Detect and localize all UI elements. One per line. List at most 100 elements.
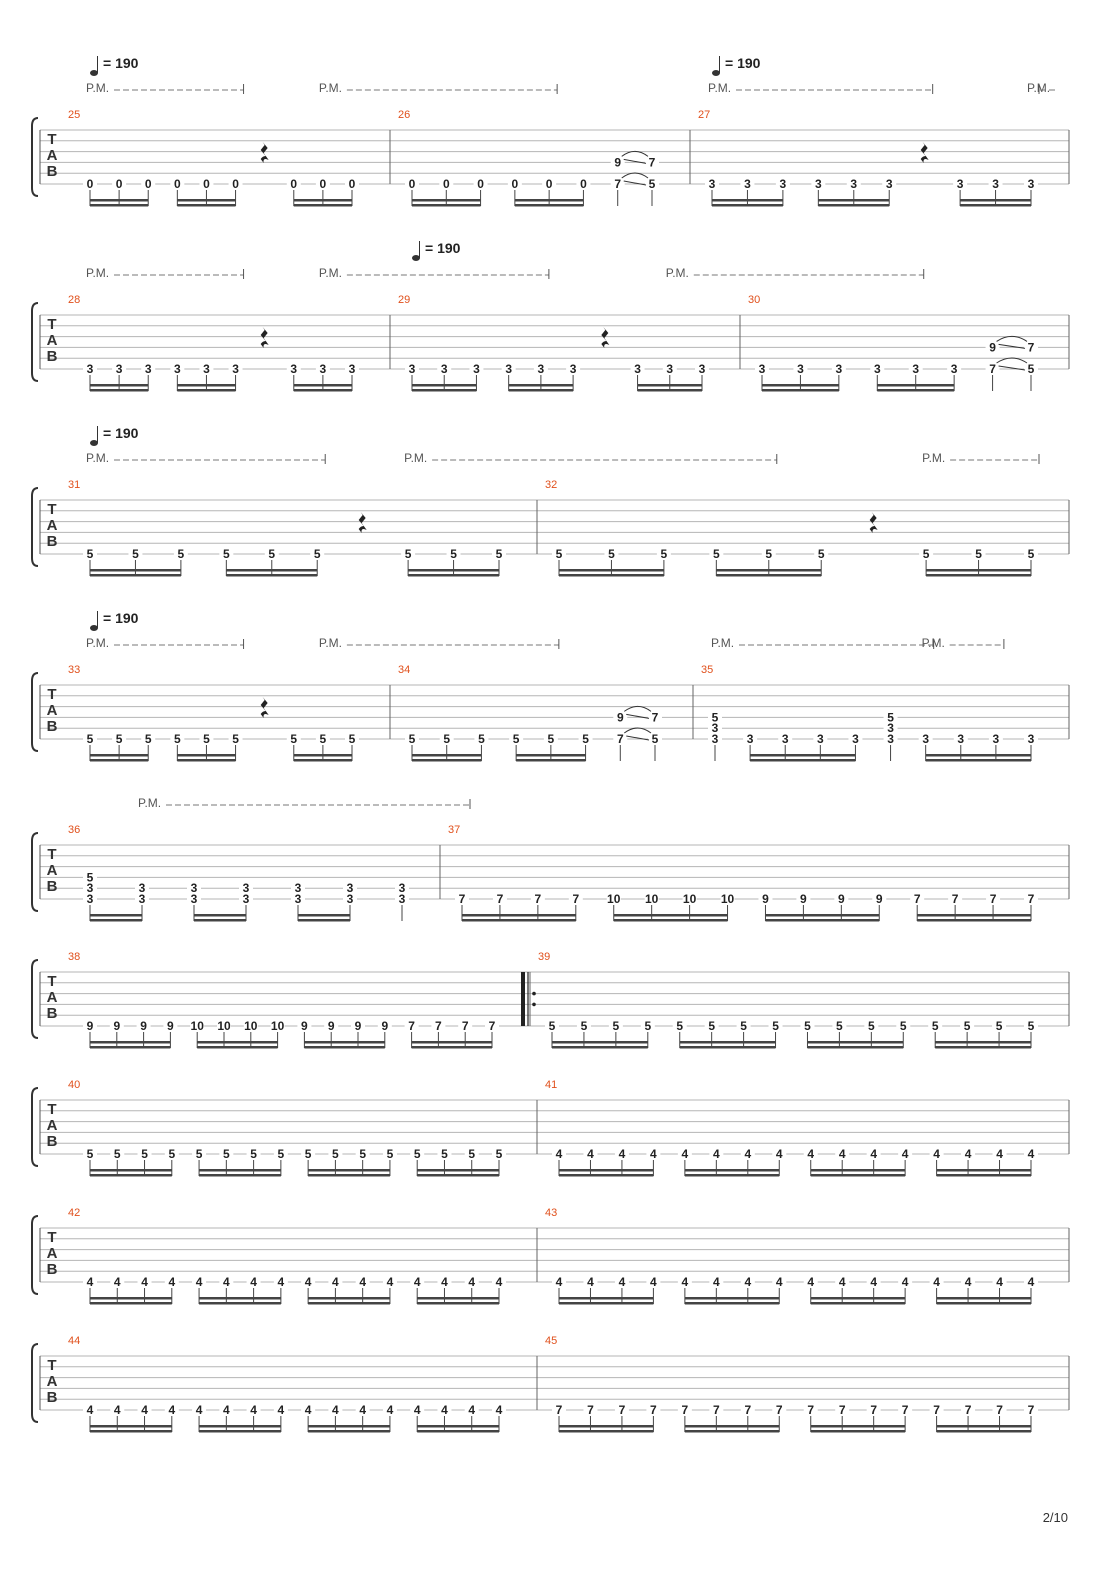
fret-bg bbox=[243, 1020, 258, 1032]
fret-number: 4 bbox=[587, 1147, 594, 1161]
beam bbox=[408, 574, 499, 577]
fret-number: 3 bbox=[116, 362, 123, 376]
fret-bg bbox=[988, 178, 1003, 190]
beam bbox=[936, 1425, 1031, 1428]
fret-bg bbox=[1024, 1020, 1038, 1032]
fret-bg bbox=[630, 363, 645, 375]
quarter-note-icon bbox=[712, 70, 720, 76]
measure-number: 38 bbox=[68, 951, 80, 963]
fret-number: 4 bbox=[468, 1275, 475, 1289]
fret-number: 9 bbox=[838, 892, 845, 906]
beam bbox=[559, 569, 664, 572]
fret-bg bbox=[988, 733, 1003, 745]
fret-number: 5 bbox=[441, 1147, 448, 1161]
fret-bg bbox=[270, 1020, 285, 1032]
measure-number: 27 bbox=[698, 109, 710, 121]
beam bbox=[762, 384, 839, 387]
fret-number: 4 bbox=[619, 1147, 626, 1161]
quarter-note-icon bbox=[90, 70, 98, 76]
fret-number: 7 bbox=[617, 732, 624, 746]
fret-number: 3 bbox=[747, 732, 754, 746]
beam bbox=[508, 389, 574, 392]
fret-number: 7 bbox=[587, 1403, 594, 1417]
slide-line bbox=[623, 158, 647, 164]
fret-number: 4 bbox=[965, 1147, 972, 1161]
beam bbox=[637, 389, 702, 392]
fret-number: 4 bbox=[870, 1147, 877, 1161]
beam bbox=[90, 1430, 172, 1433]
fret-bg bbox=[199, 178, 214, 190]
fret-number: 5 bbox=[114, 1147, 121, 1161]
beam bbox=[807, 1041, 904, 1044]
palm-mute-label: P.M. bbox=[708, 81, 731, 95]
beam bbox=[684, 1174, 780, 1177]
fret-bg bbox=[109, 1020, 124, 1032]
beam bbox=[199, 1174, 281, 1177]
fret-bg bbox=[864, 1020, 879, 1032]
fret-bg bbox=[492, 1148, 506, 1160]
beam bbox=[917, 919, 1031, 922]
fret-bg bbox=[286, 363, 301, 375]
beam bbox=[613, 919, 728, 922]
fret-number: 3 bbox=[145, 362, 152, 376]
fret-number: 7 bbox=[914, 892, 921, 906]
fret-number: 5 bbox=[468, 1147, 475, 1161]
fret-bg bbox=[566, 363, 581, 375]
fret-number: 4 bbox=[902, 1147, 909, 1161]
fret-number: 7 bbox=[989, 362, 996, 376]
fret-number: 0 bbox=[443, 177, 450, 191]
fret-number: 9 bbox=[381, 1019, 388, 1033]
fret-number: 7 bbox=[489, 1019, 496, 1033]
fret-bg bbox=[410, 1148, 425, 1160]
fret-bg bbox=[405, 733, 419, 745]
beam bbox=[462, 914, 576, 917]
beam bbox=[684, 1302, 780, 1305]
fret-number: 4 bbox=[682, 1275, 689, 1289]
fret-number: 10 bbox=[721, 892, 735, 906]
quarter-rest bbox=[920, 142, 929, 163]
fret-bg bbox=[217, 1020, 231, 1032]
fret-number: 4 bbox=[682, 1147, 689, 1161]
fret-bg bbox=[740, 1276, 755, 1288]
beam bbox=[293, 199, 352, 202]
fret-number: 9 bbox=[301, 1019, 308, 1033]
fret-bg bbox=[345, 733, 359, 745]
fret-bg bbox=[672, 1020, 687, 1032]
tab-clef-letter: A bbox=[47, 702, 58, 719]
beam bbox=[177, 389, 236, 392]
fret-number: 5 bbox=[676, 1019, 683, 1033]
fret-number: 3 bbox=[922, 732, 929, 746]
fret-number: 5 bbox=[649, 177, 656, 191]
beam bbox=[508, 384, 574, 387]
fret-bg bbox=[83, 1404, 97, 1416]
fret-bg bbox=[971, 548, 986, 560]
beam bbox=[926, 569, 1031, 572]
fret-number: 4 bbox=[250, 1275, 257, 1289]
fret-number: 7 bbox=[459, 892, 466, 906]
beam bbox=[90, 919, 142, 922]
fret-number: 9 bbox=[989, 340, 996, 354]
fret-bg bbox=[604, 548, 619, 560]
beam bbox=[552, 1046, 648, 1049]
fret-number: 3 bbox=[191, 892, 198, 906]
quarter-note-icon bbox=[90, 440, 98, 446]
fret-bg bbox=[883, 722, 898, 735]
beam bbox=[613, 914, 728, 917]
fret-bg bbox=[83, 1148, 97, 1160]
fret-bg bbox=[464, 1404, 479, 1416]
fret-bg bbox=[583, 1276, 598, 1288]
beam bbox=[90, 754, 149, 757]
fret-bg bbox=[646, 1404, 661, 1416]
fret-number: 4 bbox=[168, 1275, 175, 1289]
tab-clef-letter: A bbox=[47, 332, 58, 349]
fret-bg bbox=[953, 178, 968, 190]
fret-bg bbox=[645, 156, 659, 169]
slur bbox=[623, 727, 652, 734]
fret-number: 3 bbox=[712, 732, 719, 746]
fret-bg bbox=[137, 1276, 152, 1288]
fret-number: 3 bbox=[349, 362, 356, 376]
fret-bg bbox=[405, 363, 419, 375]
fret-number: 5 bbox=[581, 1019, 588, 1033]
fret-number: 0 bbox=[290, 177, 297, 191]
